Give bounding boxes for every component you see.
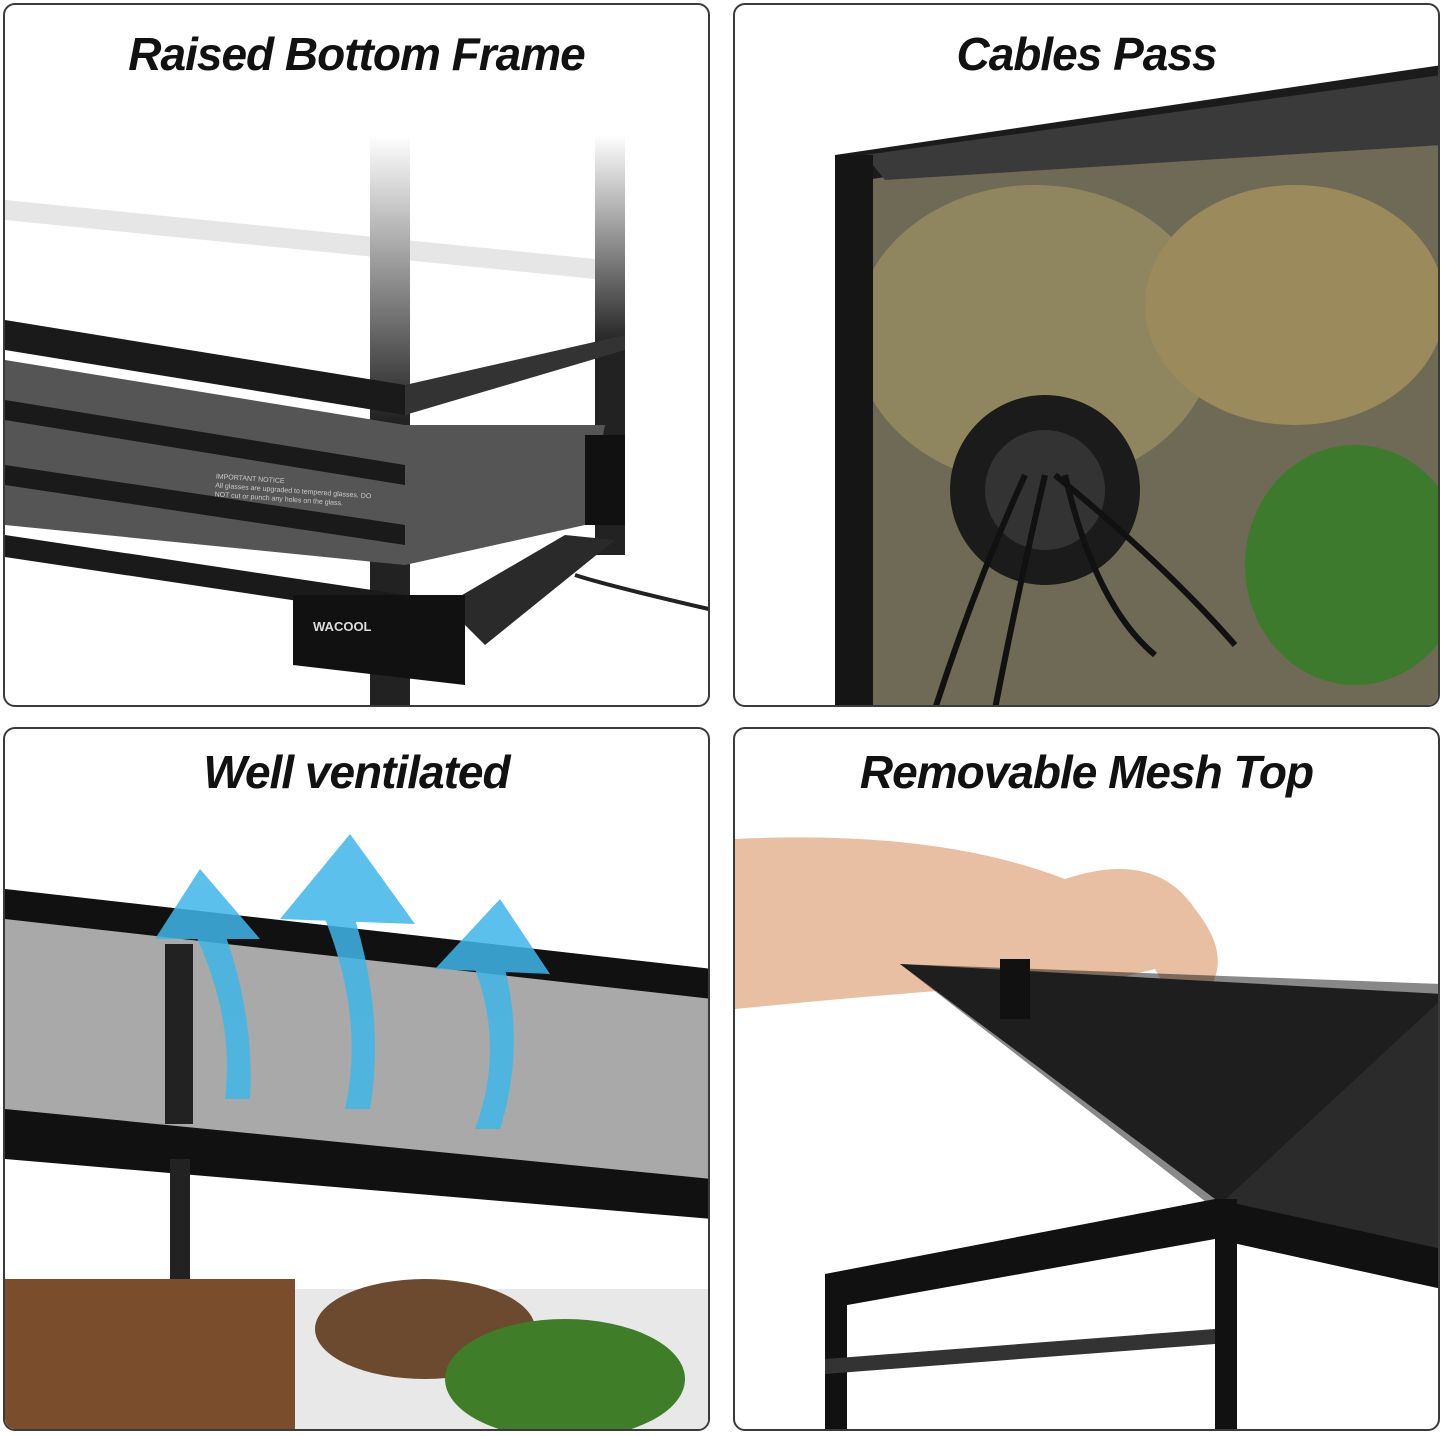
panel-raised-bottom-frame: Raised Bottom Frame IMPORTANT NOTICE All…: [3, 3, 710, 707]
wacool-logo: WACOOL: [313, 619, 372, 634]
mesh-top-photo: [735, 837, 1438, 1429]
panel-removable-mesh-top: Removable Mesh Top: [733, 727, 1440, 1431]
panel-title: Well ventilated: [203, 746, 510, 798]
terrarium-frame-photo: [5, 135, 708, 705]
airflow-arrows-icon: [155, 834, 550, 1129]
panel-title: Cables Pass: [956, 28, 1217, 80]
cable-port-photo: [835, 65, 1438, 705]
ventilation-mesh-photo: [5, 834, 708, 1429]
panel-title: Raised Bottom Frame: [128, 28, 585, 80]
panel-well-ventilated: Well ventilated: [3, 727, 710, 1431]
panel-title: Removable Mesh Top: [859, 746, 1314, 798]
panel-cables-pass: Cables Pass: [733, 3, 1440, 707]
